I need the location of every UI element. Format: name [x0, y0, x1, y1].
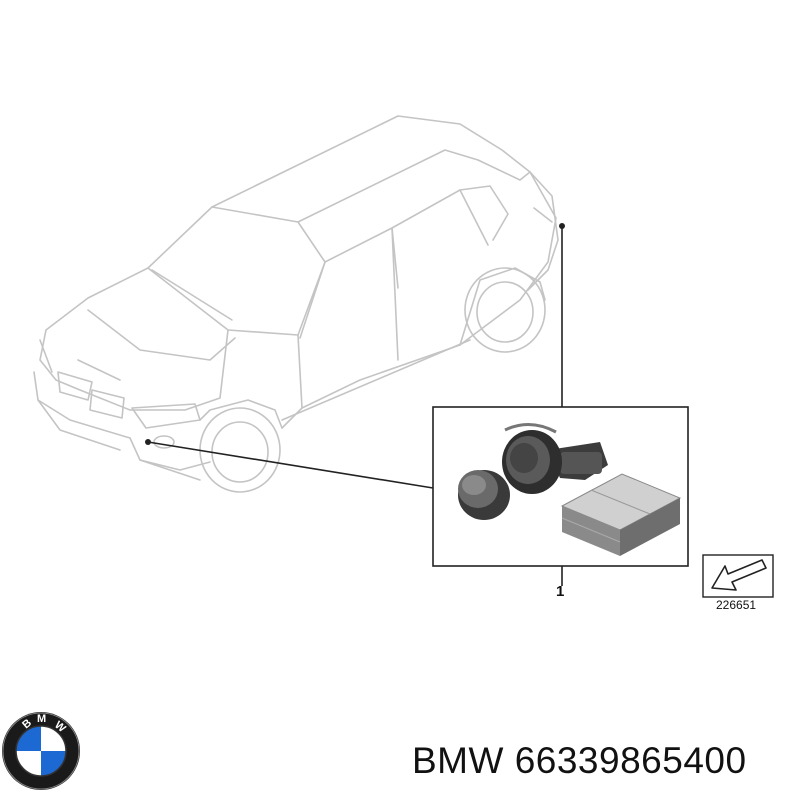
parking-sensor-icon	[502, 423, 608, 494]
leader-line-front	[147, 441, 434, 489]
leader-dot-rear	[559, 223, 565, 229]
bmw-logo-icon: B M W	[2, 712, 80, 790]
sensor-box-icon	[560, 473, 682, 556]
leader-dot-front	[145, 439, 151, 445]
sensor-cap-icon	[458, 470, 510, 520]
callout-number: 1	[556, 583, 565, 600]
reference-number: 226651	[716, 598, 757, 612]
car-outline-icon	[33, 115, 559, 493]
svg-text:M: M	[37, 713, 46, 725]
arrow-sheet-icon	[702, 554, 774, 598]
leader-lines	[147, 226, 563, 586]
part-number-label: BMW 66339865400	[412, 740, 747, 781]
